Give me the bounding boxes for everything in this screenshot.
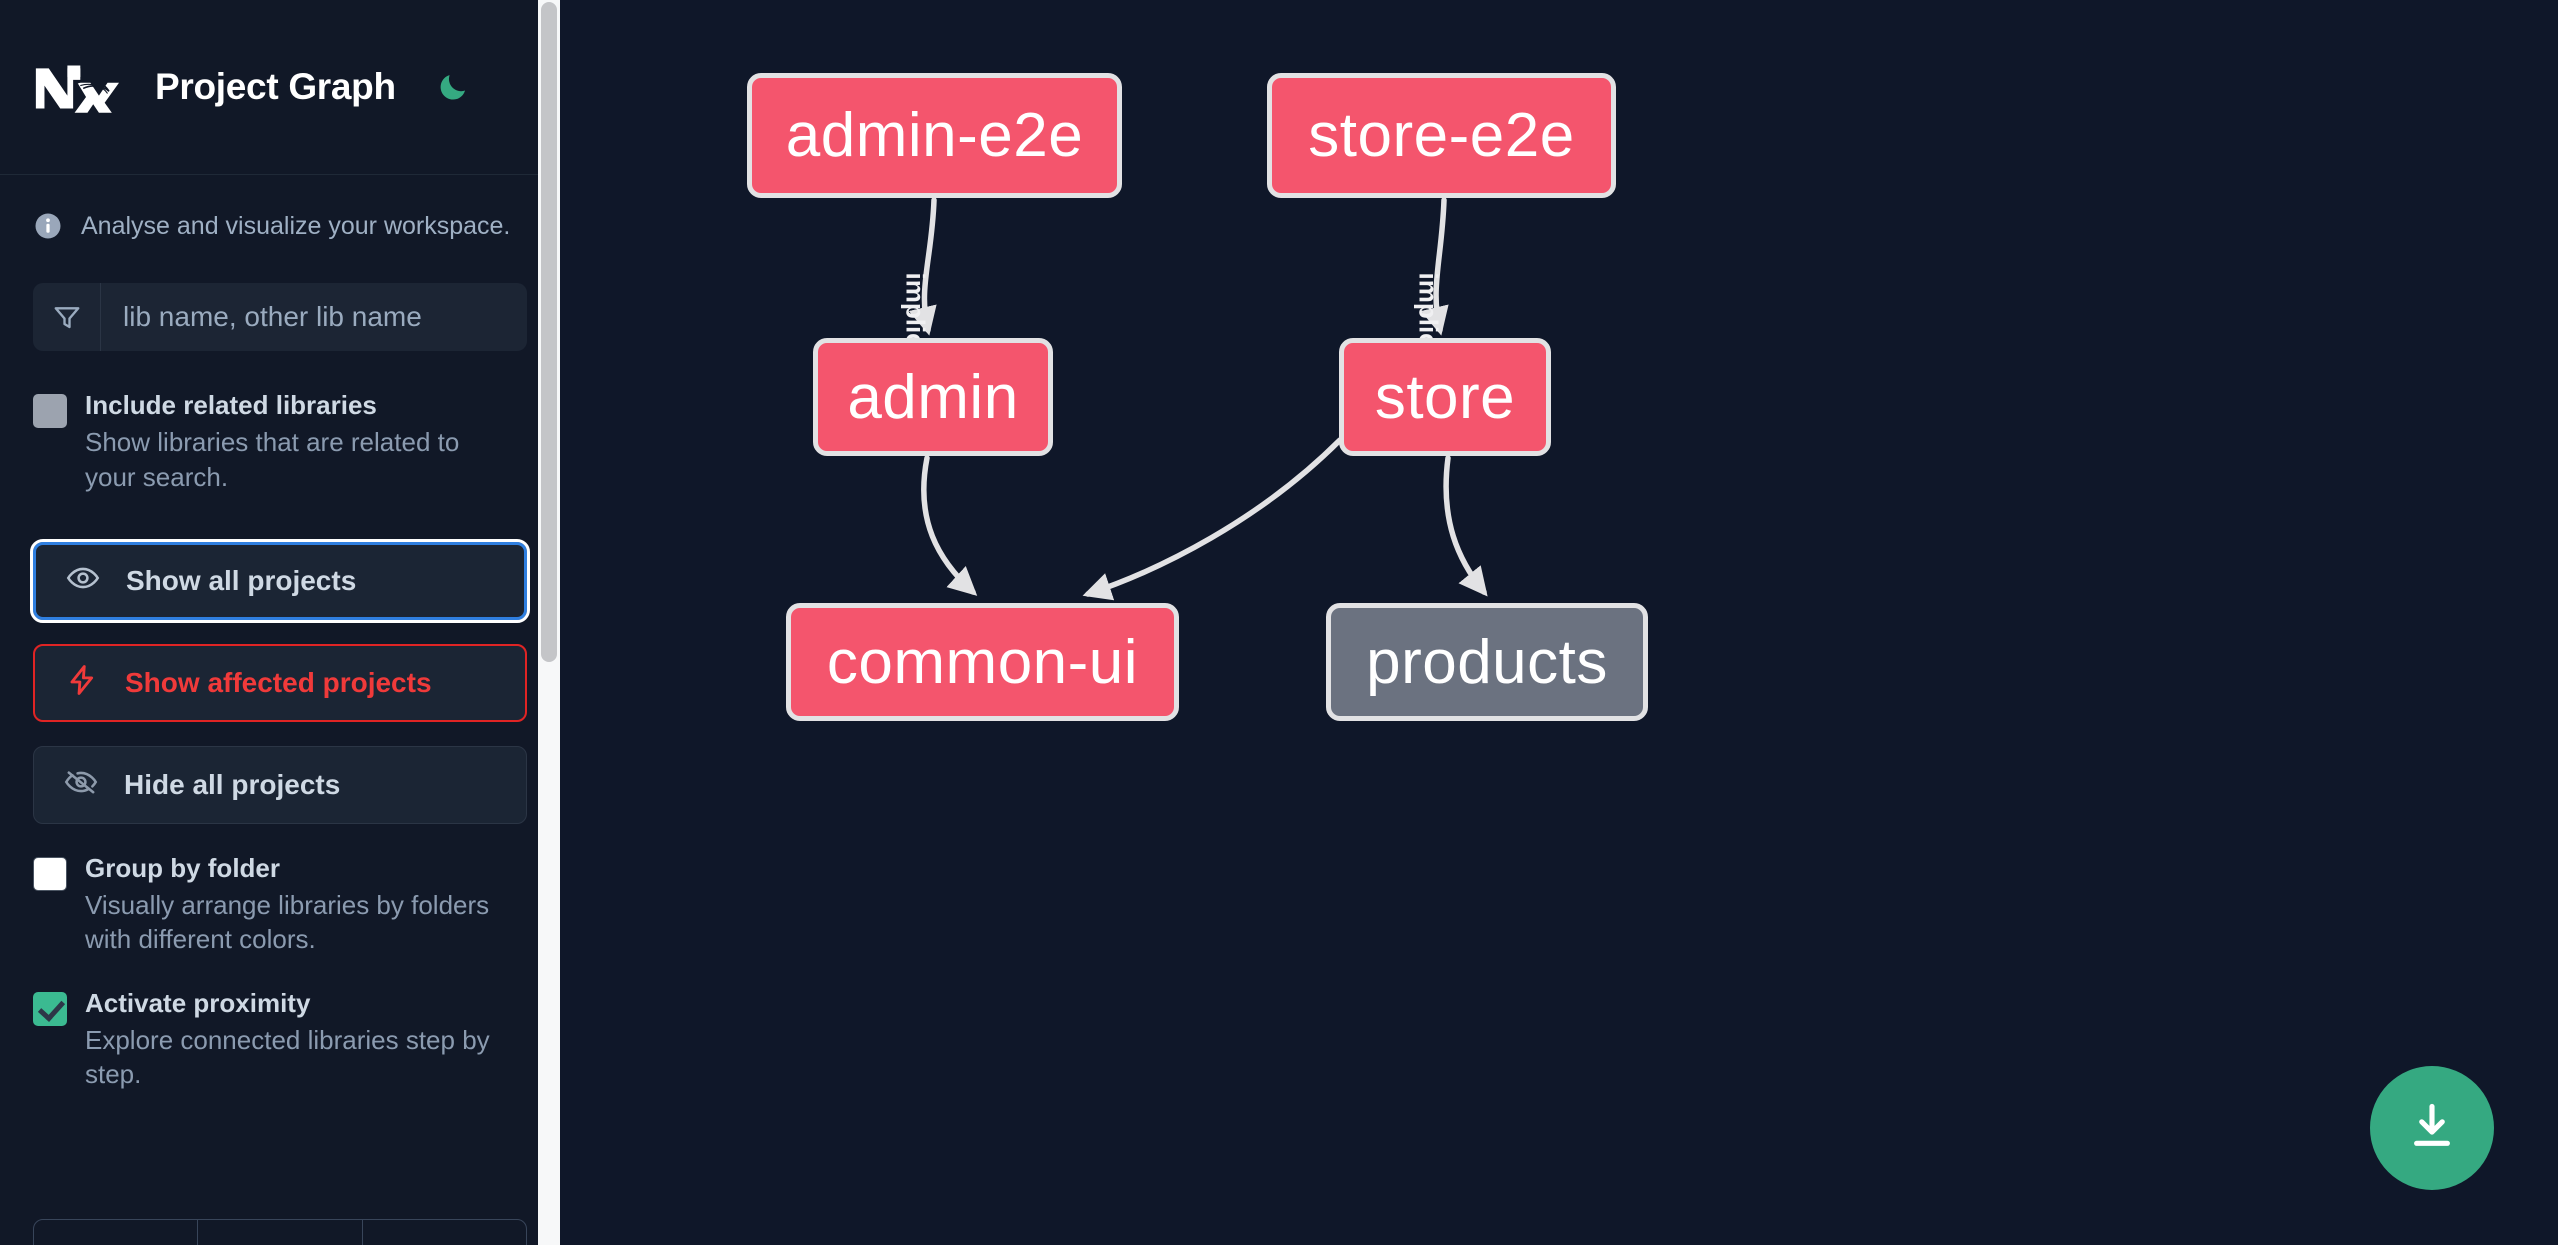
checkbox-label: Activate proximity <box>85 987 311 1018</box>
checkbox-description: Visually arrange libraries by folders wi… <box>85 890 490 955</box>
checkbox-description: Explore connected libraries step by step… <box>85 1025 490 1090</box>
info-circle-icon <box>33 211 63 241</box>
graph-node-admin[interactable]: admin <box>813 338 1053 456</box>
nx-logo-icon <box>33 61 119 113</box>
lightning-bolt-icon <box>65 663 99 702</box>
node-label: store <box>1374 362 1516 432</box>
edge-admin-common-ui <box>921 455 978 596</box>
proximity-segmented-control[interactable] <box>33 1219 527 1245</box>
node-label: common-ui <box>826 627 1139 697</box>
edge-store-products <box>1443 455 1488 597</box>
filter-search-box[interactable] <box>33 283 527 351</box>
segment-option-3[interactable] <box>363 1220 526 1245</box>
sidebar-description: Analyse and visualize your workspace. <box>0 175 560 241</box>
show-all-projects-label: Show all projects <box>126 564 357 596</box>
graph-canvas[interactable]: implicit implicit admin-e2e store-e2e ad… <box>560 0 2558 1245</box>
show-affected-projects-label: Show affected projects <box>125 666 432 698</box>
sidebar-header: Project Graph <box>0 0 560 175</box>
hide-all-projects-button[interactable]: Hide all projects <box>33 745 527 824</box>
graph-node-common-ui[interactable]: common-ui <box>786 603 1179 721</box>
eye-icon <box>66 561 100 600</box>
group-by-folder-checkbox[interactable] <box>33 856 67 891</box>
download-graph-button[interactable] <box>2370 1066 2494 1190</box>
include-related-libraries-checkbox[interactable] <box>33 394 67 428</box>
download-icon <box>2404 1098 2460 1159</box>
graph-node-products[interactable]: products <box>1326 603 1648 721</box>
sidebar-scrollbar-thumb[interactable] <box>541 2 557 662</box>
checkbox-description: Show libraries that are related to your … <box>85 427 460 492</box>
include-related-libraries-texts: Include related libraries Show libraries… <box>85 389 527 494</box>
node-label: admin <box>847 362 1019 432</box>
sidebar: Project Graph Analyse and visualize your… <box>0 0 560 1245</box>
sidebar-description-text: Analyse and visualize your workspace. <box>81 211 511 240</box>
edge-store-e2e-store <box>1420 197 1449 336</box>
show-all-projects-button[interactable]: Show all projects <box>30 538 530 623</box>
show-affected-projects-button[interactable]: Show affected projects <box>33 643 527 722</box>
node-label: products <box>1366 627 1608 697</box>
funnel-filter-icon <box>33 283 101 351</box>
group-by-folder-texts: Group by folder Visually arrange librari… <box>85 852 527 957</box>
activate-proximity-texts: Activate proximity Explore connected lib… <box>85 987 527 1092</box>
node-label: admin-e2e <box>785 101 1084 170</box>
edge-admin-e2e-admin <box>908 197 937 336</box>
activate-proximity-checkbox[interactable] <box>33 991 67 1026</box>
page-title: Project Graph <box>155 66 396 107</box>
visibility-button-group: Show all projects Show affected projects <box>0 538 560 824</box>
segment-option-1[interactable] <box>34 1220 199 1245</box>
search-input[interactable] <box>101 283 527 351</box>
checkbox-group-by-folder[interactable]: Group by folder Visually arrange librari… <box>0 852 560 957</box>
segment-option-2[interactable] <box>198 1220 363 1245</box>
checkbox-include-related-libraries[interactable]: Include related libraries Show libraries… <box>0 389 560 494</box>
sidebar-scrollbar[interactable] <box>538 0 560 1245</box>
edge-store-common-ui <box>1082 437 1343 601</box>
checkbox-label: Group by folder <box>85 852 280 883</box>
hide-all-projects-label: Hide all projects <box>124 768 341 800</box>
graph-edges <box>908 197 1488 601</box>
node-label: store-e2e <box>1308 101 1575 170</box>
graph-node-admin-e2e[interactable]: admin-e2e <box>747 73 1122 198</box>
checkbox-label: Include related libraries <box>85 390 377 420</box>
graph-node-store-e2e[interactable]: store-e2e <box>1267 73 1616 198</box>
checkbox-activate-proximity[interactable]: Activate proximity Explore connected lib… <box>0 987 560 1092</box>
graph-node-store[interactable]: store <box>1339 338 1551 456</box>
moon-icon[interactable] <box>432 66 474 108</box>
eye-off-icon <box>64 765 98 804</box>
